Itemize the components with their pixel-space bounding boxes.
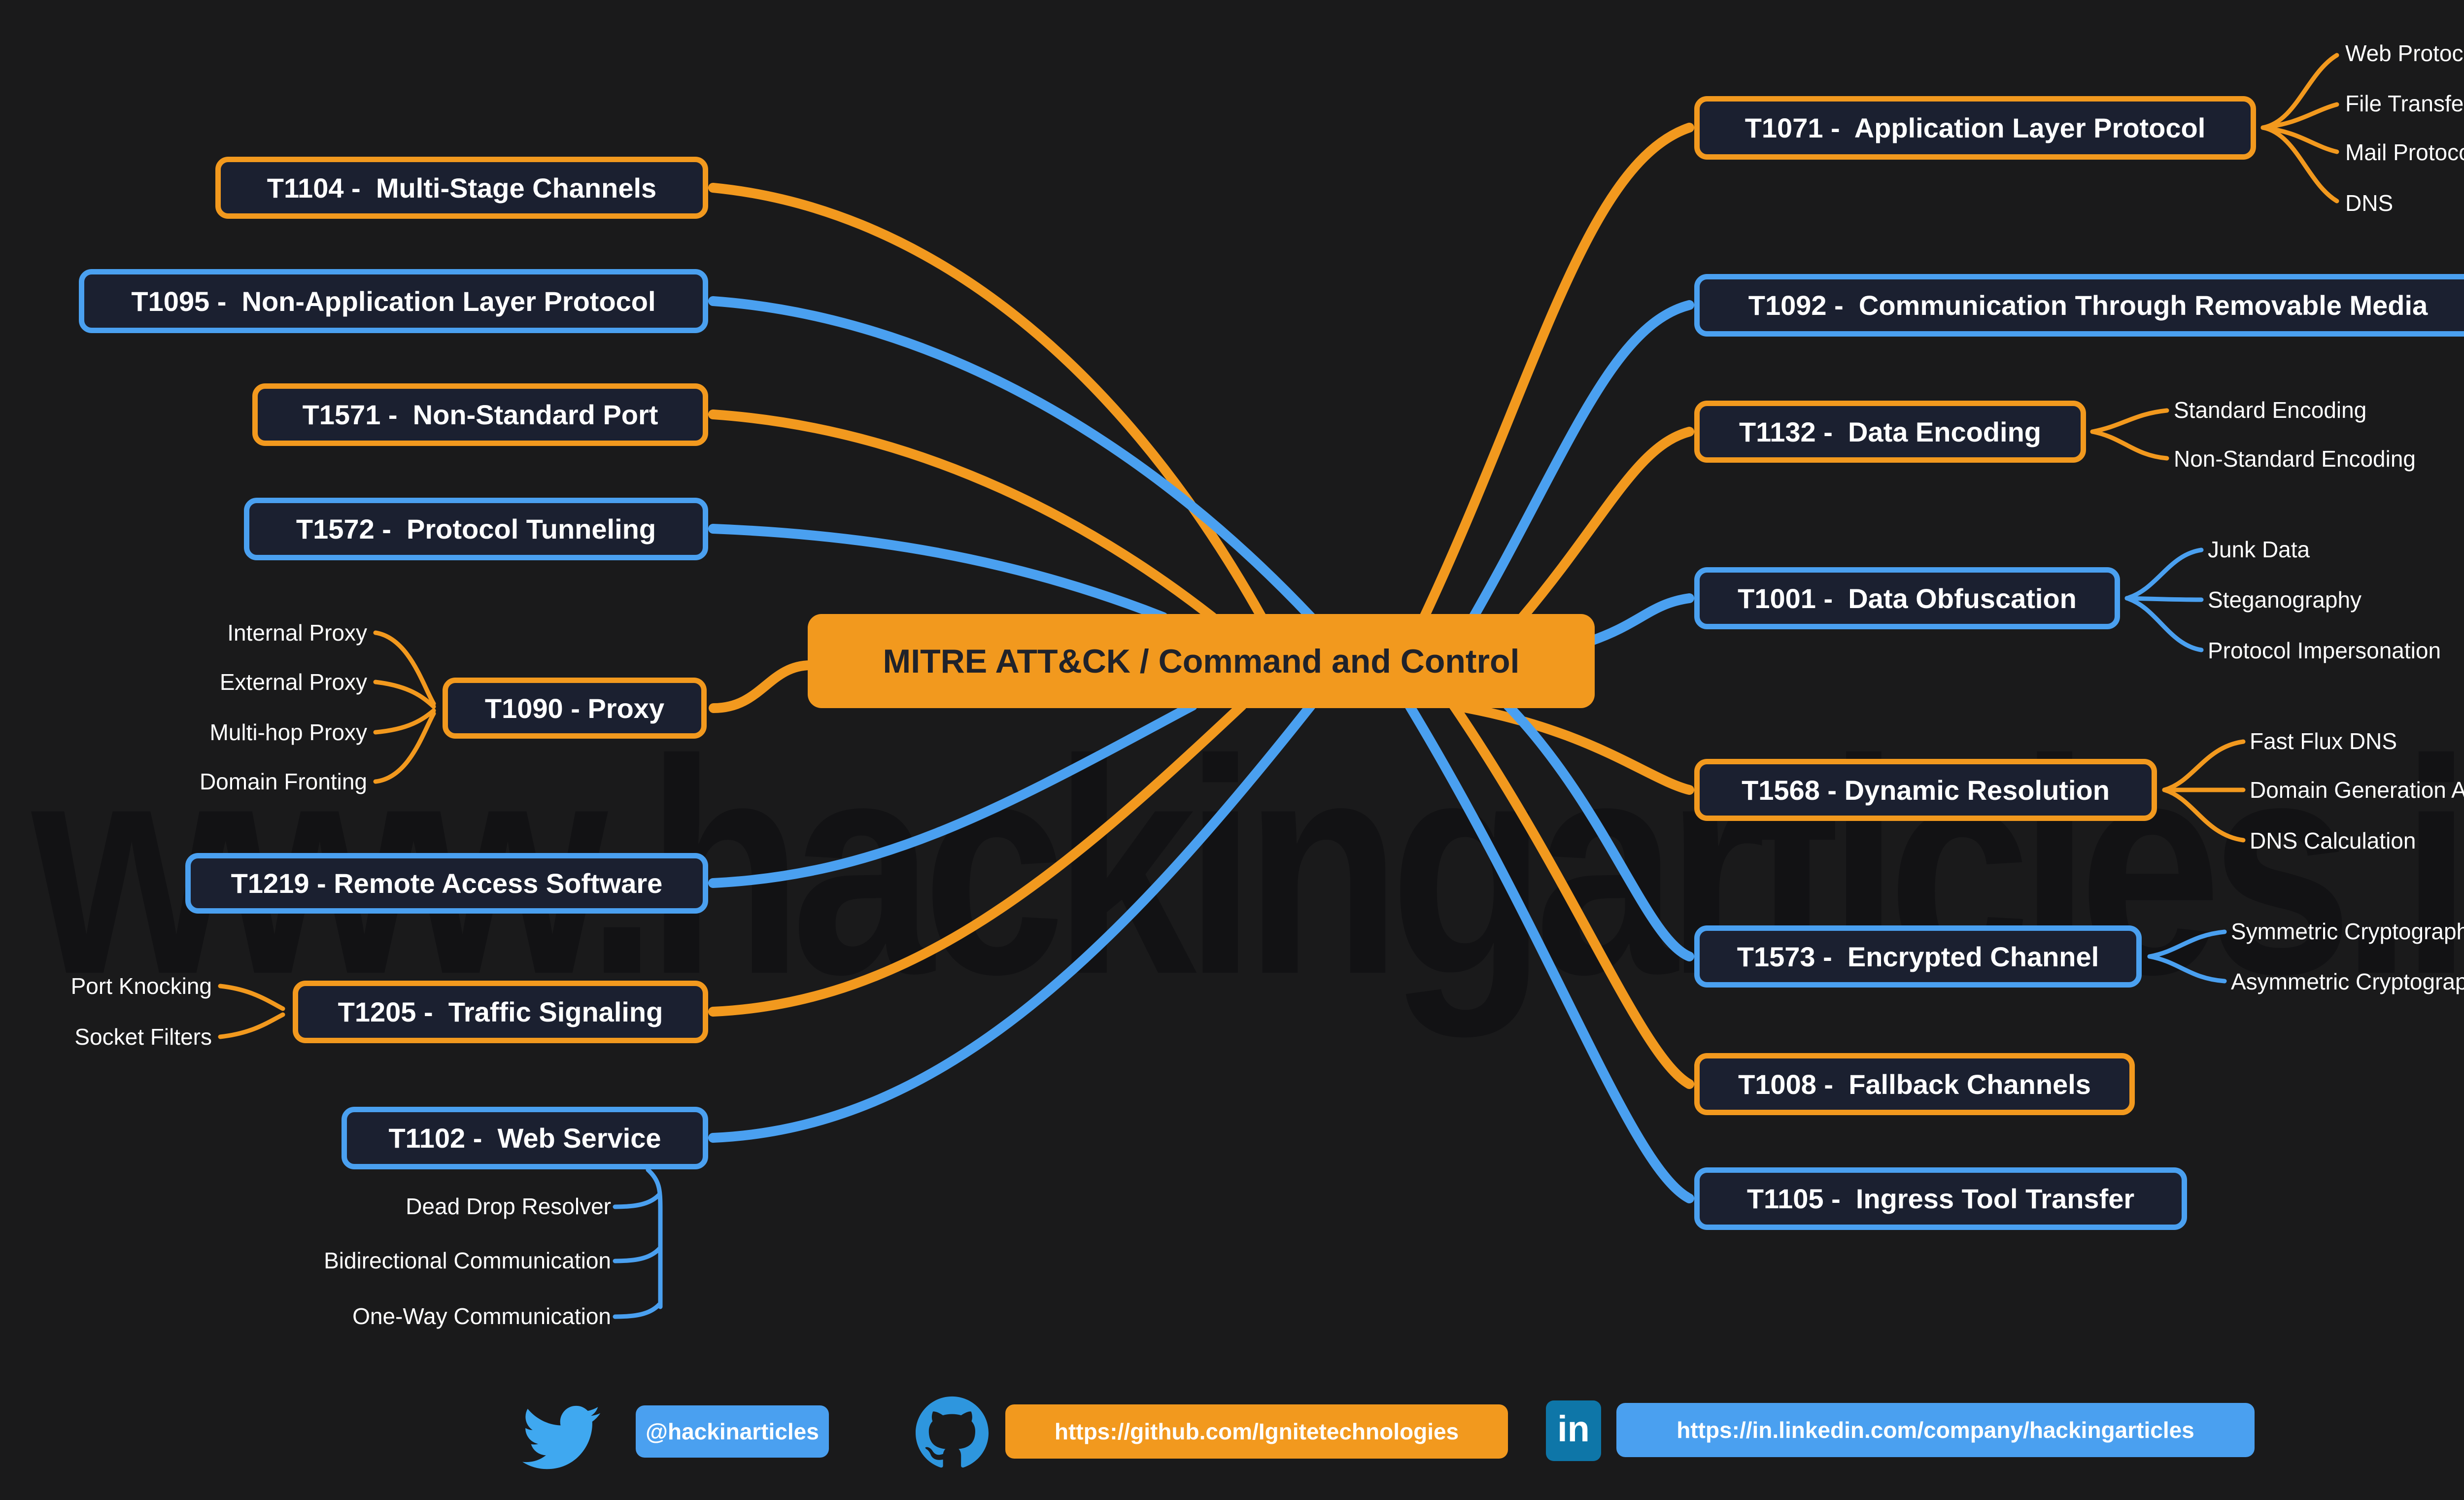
node-t1102: T1102 - Web Service [342,1107,708,1169]
node-t1219-label: T1219 - Remote Access Software [231,868,663,899]
branch-t1092 [1469,300,1694,622]
subtechnique-steganography: Steganography [2208,587,2362,613]
branch-t1205 [708,701,1247,1017]
linkedin-icon-glyph: in [1557,1408,1590,1449]
github-url-label: https://github.com/Ignitetechnologies [1054,1419,1459,1444]
subtechnique-file-transfer-protocols: File Transfer Protocols [2345,91,2464,116]
subtechnique-standard-encoding: Standard Encoding [2174,397,2367,423]
node-t1001: T1001 - Data Obfuscation [1694,567,2120,629]
subtechnique-multi-hop-proxy: Multi-hop Proxy [209,719,367,745]
node-t1071: T1071 - Application Layer Protocol [1694,96,2256,160]
branch-t1102 [708,701,1316,1143]
subtechnique-domain-fronting: Domain Fronting [199,769,367,794]
branch-t1132 [1518,427,1694,622]
bracket-t1568 [2162,739,2246,843]
twitter-bird-icon[interactable] [522,1398,600,1479]
node-t1105-label: T1105 - Ingress Tool Transfer [1746,1183,2135,1214]
subtechnique-asymmetric-cryptography: Asymmetric Cryptography [2231,969,2464,994]
node-t1568-label: T1568 - Dynamic Resolution [1742,774,2110,806]
node-t1104: T1104 - Multi-Stage Channels [215,157,708,219]
subtechnique-dns: DNS [2345,190,2394,216]
root-node: MITRE ATT&CK / Command and Control [808,614,1595,708]
bracket-t1071 [2260,53,2339,204]
subtechnique-protocol-impersonation: Protocol Impersonation [2208,638,2441,663]
node-t1008-label: T1008 - Fallback Channels [1738,1068,2091,1100]
node-t1105: T1105 - Ingress Tool Transfer [1694,1167,2187,1230]
subtechnique-one-way-communication: One-Way Communication [352,1303,611,1329]
branch-t1104 [708,183,1266,622]
subtechnique-socket-filters: Socket Filters [74,1024,212,1050]
subtechnique-dns-calculation: DNS Calculation [2250,828,2416,853]
subtechnique-domain-generation-algorithms: Domain Generation Algorithms [2250,777,2464,803]
node-t1205: T1205 - Traffic Signaling [293,981,708,1043]
branch-t1219 [708,701,1198,888]
subtechnique-junk-data: Junk Data [2208,537,2310,562]
node-t1095-label: T1095 - Non-Application Layer Protocol [131,285,656,317]
linkedin-url-label: https://in.linkedin.com/company/hackinga… [1677,1417,2194,1443]
subtechnique-non-standard-encoding: Non-Standard Encoding [2174,446,2416,472]
node-t1102-label: T1102 - Web Service [388,1123,661,1154]
node-t1132: T1132 - Data Encoding [1694,401,2086,463]
linkedin-icon[interactable]: in [1546,1400,1601,1461]
branch-t1090 [709,660,816,713]
branch-t1568 [1449,701,1694,795]
branch-t1071 [1419,123,1694,622]
subtechnique-external-proxy: External Proxy [219,669,367,695]
bracket-t1132 [2090,408,2169,461]
node-t1572-label: T1572 - Protocol Tunneling [296,513,656,545]
github-url-pill[interactable]: https://github.com/Ignitetechnologies [1005,1404,1508,1459]
node-t1205-label: T1205 - Traffic Signaling [338,996,663,1027]
root-node-label: MITRE ATT&CK / Command and Control [883,642,1520,680]
branch-t1095 [708,296,1316,622]
node-t1573: T1573 - Encrypted Channel [1694,925,2142,988]
node-t1571: T1571 - Non-Standard Port [252,383,708,446]
node-t1071-label: T1071 - Application Layer Protocol [1745,112,2206,143]
node-t1090: T1090 - Proxy [443,678,707,739]
bracket-t1205 [218,984,285,1039]
github-octocat-icon[interactable] [916,1396,989,1471]
node-t1001-label: T1001 - Data Obfuscation [1738,582,2077,614]
branch-t1572 [708,524,1168,622]
subtechnique-dead-drop-resolver: Dead Drop Resolver [406,1193,611,1219]
bracket-t1573 [2147,929,2227,984]
subtechnique-port-knocking: Port Knocking [70,973,212,999]
branch-t1573 [1503,701,1694,961]
linkedin-url-pill[interactable]: https://in.linkedin.com/company/hackinga… [1616,1403,2255,1457]
node-t1132-label: T1132 - Data Encoding [1739,416,2042,447]
subtechnique-mail-protocols: Mail Protocols [2345,139,2464,165]
twitter-handle-label: @hackinarticles [646,1419,819,1444]
node-t1568: T1568 - Dynamic Resolution [1694,759,2157,821]
branch-t1001 [1587,593,1694,646]
bracket-t1090 [373,630,436,784]
node-t1092: T1092 - Communication Through Removable … [1694,274,2464,337]
bracket-t1001 [2124,547,2204,652]
node-t1095: T1095 - Non-Application Layer Protocol [79,269,708,333]
node-t1572: T1572 - Protocol Tunneling [244,498,708,560]
node-t1008: T1008 - Fallback Channels [1694,1053,2135,1115]
node-t1104-label: T1104 - Multi-Stage Channels [267,172,657,204]
branch-t1571 [708,409,1217,622]
subtechnique-fast-flux-dns: Fast Flux DNS [2250,728,2397,754]
subtechnique-web-protocols: Web Protocols [2345,40,2464,66]
node-t1219: T1219 - Remote Access Software [185,853,708,914]
node-t1571-label: T1571 - Non-Standard Port [302,399,658,430]
node-t1092-label: T1092 - Communication Through Removable … [1748,290,2428,321]
subtechnique-symmetric-cryptography: Symmetric Cryptography [2231,919,2464,944]
subtechnique-bidirectional-communication: Bidirectional Communication [324,1248,611,1273]
node-t1573-label: T1573 - Encrypted Channel [1737,941,2099,972]
branch-t1105 [1404,701,1694,1203]
node-t1090-label: T1090 - Proxy [484,692,665,724]
bracket-t1102 [613,1167,663,1319]
twitter-handle-pill[interactable]: @hackinarticles [636,1405,829,1458]
subtechnique-internal-proxy: Internal Proxy [227,620,367,646]
branch-t1008 [1449,701,1694,1089]
